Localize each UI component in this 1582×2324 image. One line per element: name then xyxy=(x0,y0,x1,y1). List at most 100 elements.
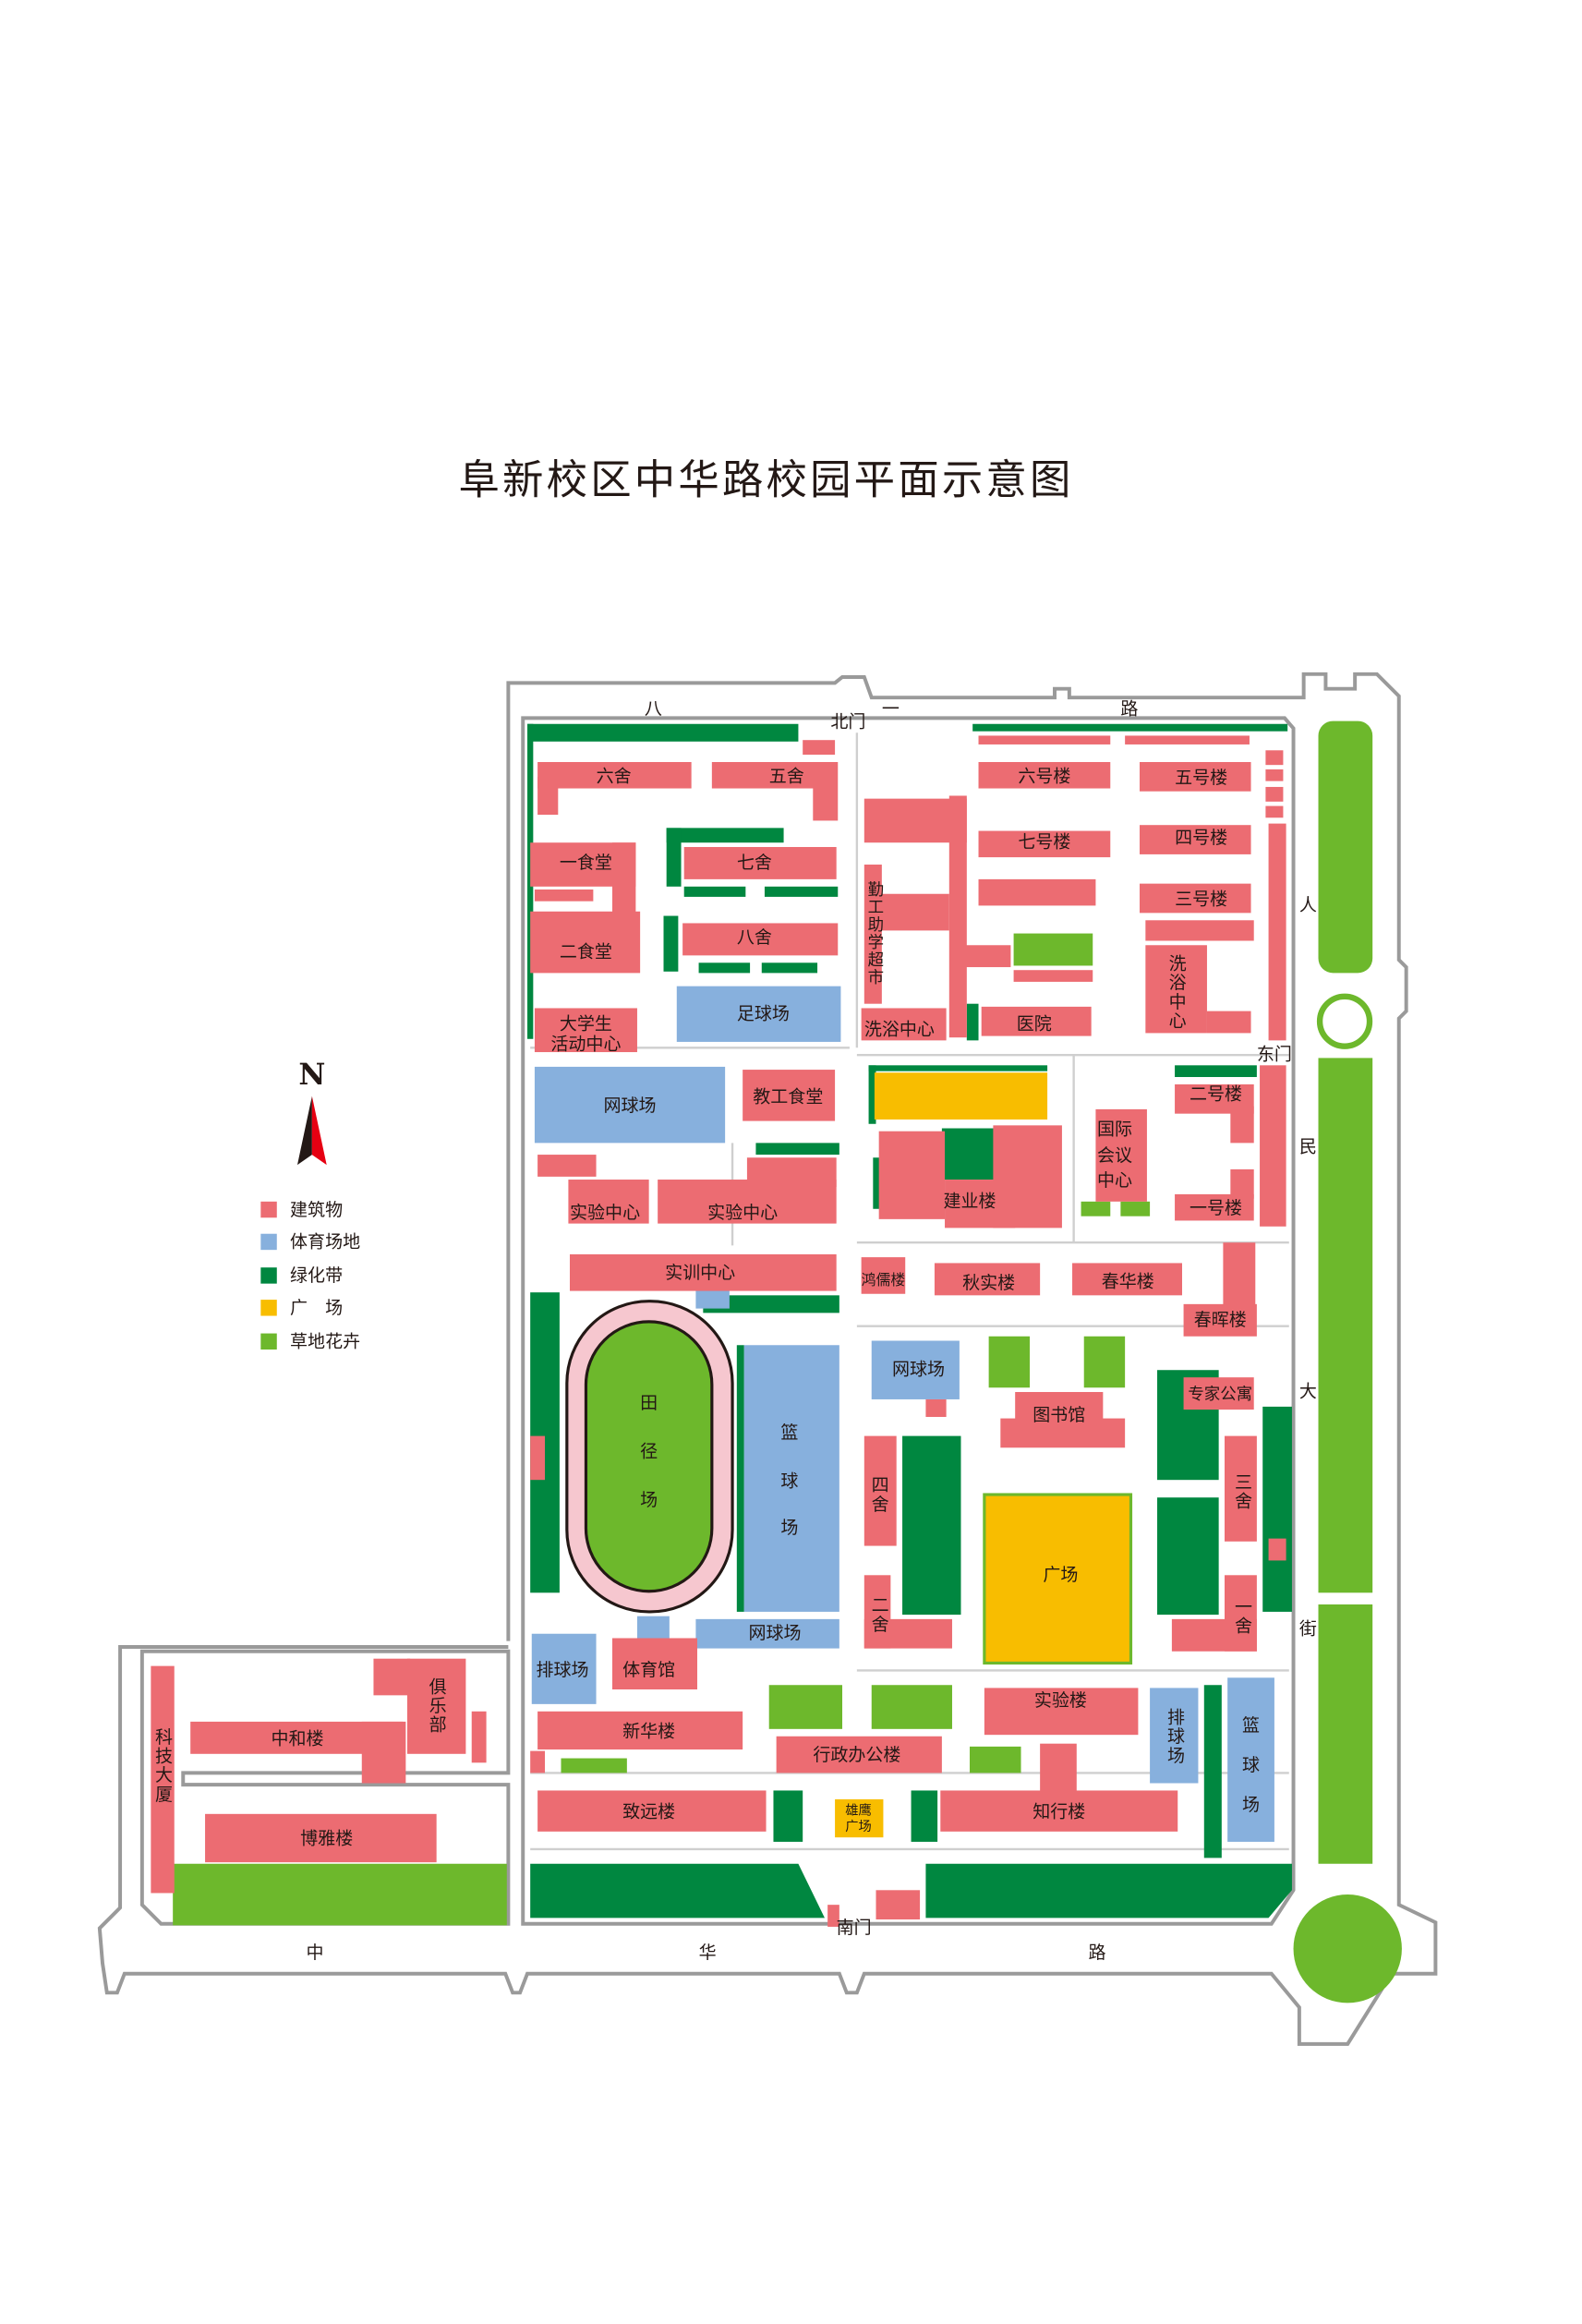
building-label: 勤工助学超市 xyxy=(865,880,884,986)
road-label: 华 xyxy=(699,1943,717,1963)
road-label: 大 xyxy=(1299,1382,1317,1402)
legend-label: 绿化带 xyxy=(290,1265,343,1286)
building-label: 春晖楼 xyxy=(1194,1310,1247,1330)
sports-label: 排球场 xyxy=(1165,1708,1185,1765)
building-label: 实验中心 xyxy=(707,1203,778,1223)
building-label: 行政办公楼 xyxy=(813,1745,900,1765)
sports-label: 足球场 xyxy=(737,1003,790,1023)
legend-swatch-sports xyxy=(260,1233,277,1251)
legend-swatch-building xyxy=(260,1201,277,1218)
building-label: 二号楼 xyxy=(1190,1084,1242,1105)
sports-label: 球 xyxy=(780,1471,798,1491)
building-label: 教工食堂 xyxy=(753,1087,823,1108)
grass-areas xyxy=(173,933,1151,1926)
road-label: 街 xyxy=(1299,1618,1317,1639)
road-label: 一 xyxy=(882,698,900,719)
building-label: 博雅楼 xyxy=(300,1828,353,1848)
building-label: 中和楼 xyxy=(271,1728,323,1749)
plazas xyxy=(835,1072,1133,1838)
sports-label: 网球场 xyxy=(604,1095,657,1116)
sports-label: 网球场 xyxy=(892,1360,945,1380)
building-label: 一舍 xyxy=(1232,1597,1252,1635)
north-gate-label: 北门 xyxy=(830,712,865,732)
building-label: 春华楼 xyxy=(1102,1272,1154,1292)
legend-label: 体育场地 xyxy=(290,1232,360,1253)
building-label: 活动中心 xyxy=(550,1035,621,1055)
buildings xyxy=(151,735,1286,1927)
building-label: 科技大厦 xyxy=(152,1727,173,1804)
sports-label: 场 xyxy=(1242,1795,1260,1815)
building-label: 五号楼 xyxy=(1175,768,1227,788)
building-label: 体育馆 xyxy=(622,1660,675,1680)
road-label: 八 xyxy=(645,698,662,719)
building-label: 建业楼 xyxy=(943,1191,996,1211)
building-label: 八舍 xyxy=(737,927,772,948)
building-label: 二舍 xyxy=(869,1595,889,1633)
building-label: 四号楼 xyxy=(1175,828,1227,848)
legend-swatch-grass xyxy=(260,1333,277,1350)
building-label: 实训中心 xyxy=(665,1263,735,1283)
building-label: 实验楼 xyxy=(1034,1690,1087,1711)
sports-fields xyxy=(531,986,1274,1842)
boulevard-greenery xyxy=(1293,720,1402,2003)
building-labels: 六舍 五舍 六号楼 五号楼 一食堂 七舍 七号楼 四号楼 二食堂 八舍 勤工助学… xyxy=(152,766,1252,1848)
compass: N xyxy=(296,1058,327,1166)
legend-label: 草地花卉 xyxy=(290,1332,360,1352)
legend-swatch-plaza xyxy=(260,1300,277,1316)
building-label: 中心 xyxy=(1097,1170,1132,1191)
sports-label: 篮 xyxy=(780,1422,798,1443)
building-label: 医院 xyxy=(1017,1013,1052,1034)
north-label: N xyxy=(298,1058,325,1092)
sports-label: 径 xyxy=(640,1442,658,1462)
sports-label: 篮 xyxy=(1242,1715,1260,1736)
sports-label: 场 xyxy=(780,1518,798,1538)
building-label: 一号楼 xyxy=(1190,1198,1242,1218)
building-label: 会议 xyxy=(1097,1145,1132,1166)
building-label: 图书馆 xyxy=(1033,1405,1085,1425)
field-labels: 足球场 网球场 田 径 场 篮 球 场 网球场 网球场 排球场 排球场 篮 球 … xyxy=(537,1003,1261,1834)
road-label: 人 xyxy=(1299,895,1317,915)
building-label: 实验中心 xyxy=(570,1203,640,1223)
legend-label: 广 场 xyxy=(290,1298,343,1318)
building-label: 国际 xyxy=(1097,1120,1132,1140)
road-labels: 八 一 路 中 华 路 人 民 大 街 北门 东门 南门 xyxy=(307,698,1317,1963)
north-arrow-icon xyxy=(296,1095,312,1166)
building-label: 大学生 xyxy=(560,1013,612,1034)
building-label: 四舍 xyxy=(869,1475,889,1513)
building-label: 二食堂 xyxy=(560,942,612,962)
building-label: 洗浴中心 xyxy=(864,1020,935,1040)
map-title: 阜新校区中华路校园平面示意图 xyxy=(458,457,1073,504)
sports-label: 场 xyxy=(640,1490,658,1510)
building-label: 致远楼 xyxy=(622,1802,675,1822)
legend: 建筑物 体育场地 绿化带 广 场 草地花卉 xyxy=(260,1200,360,1352)
building-label: 鸿儒楼 xyxy=(862,1271,906,1289)
plaza-label: 雄鹰 xyxy=(845,1803,872,1819)
building-label: 五舍 xyxy=(769,766,804,786)
building-label: 六号楼 xyxy=(1018,766,1070,786)
sports-label: 球 xyxy=(1242,1755,1260,1775)
building-label: 三舍 xyxy=(1232,1472,1252,1510)
east-gate-label: 东门 xyxy=(1257,1045,1292,1065)
plaza-label: 广场 xyxy=(1043,1565,1078,1585)
building-label: 七号楼 xyxy=(1018,832,1070,853)
sports-label: 网球场 xyxy=(749,1623,802,1643)
south-gate-label: 南门 xyxy=(837,1918,872,1938)
building-label: 新华楼 xyxy=(622,1721,675,1741)
building-label: 六舍 xyxy=(597,766,632,786)
building-label: 三号楼 xyxy=(1175,890,1227,910)
road-label: 民 xyxy=(1299,1137,1317,1157)
sports-label: 田 xyxy=(640,1393,658,1413)
building-label: 秋实楼 xyxy=(962,1273,1015,1293)
road-label: 路 xyxy=(1088,1943,1105,1963)
building-label: 洗浴中心 xyxy=(1166,954,1187,1031)
road-label: 中 xyxy=(307,1943,324,1963)
legend-label: 建筑物 xyxy=(290,1200,343,1220)
building-label: 七舍 xyxy=(737,853,772,873)
plaza-label: 广场 xyxy=(845,1819,872,1834)
building-label: 俱乐部 xyxy=(427,1676,447,1734)
legend-swatch-green-belt xyxy=(260,1267,277,1284)
sports-label: 排球场 xyxy=(537,1660,589,1680)
building-label: 一食堂 xyxy=(560,853,612,873)
building-label: 专家公寓 xyxy=(1188,1386,1252,1404)
